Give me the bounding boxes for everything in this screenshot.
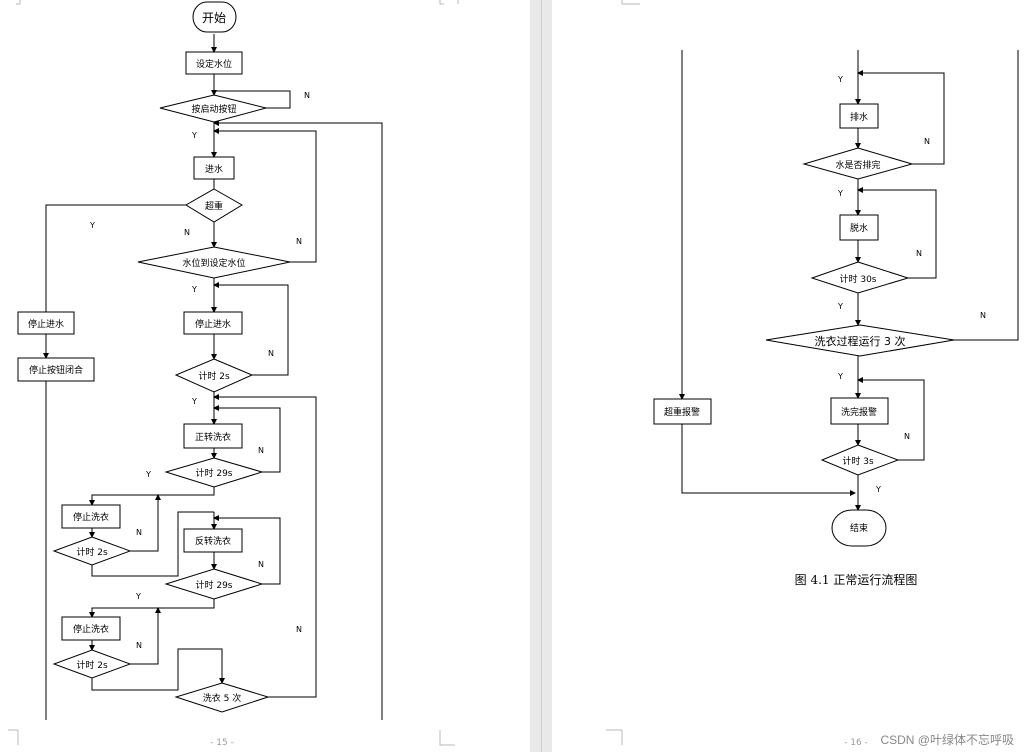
svg-text:Y: Y	[145, 470, 151, 479]
svg-text:Y: Y	[837, 302, 843, 311]
timer-2s-decision-a: 计时 2s	[174, 358, 254, 393]
svg-text:正转洗衣: 正转洗衣	[195, 431, 231, 443]
svg-text:按启动按钮: 按启动按钮	[191, 103, 236, 115]
svg-text:超重报警: 超重报警	[664, 406, 700, 418]
svg-text:设定水位: 设定水位	[196, 58, 232, 70]
drain-step: 排水	[839, 103, 879, 129]
svg-text:N: N	[184, 228, 190, 237]
svg-text:N: N	[136, 641, 142, 650]
water-level-reached-decision: 水位到设定水位	[137, 246, 291, 279]
svg-text:Y: Y	[89, 221, 95, 230]
end-terminal: 结束	[831, 509, 887, 547]
svg-text:Y: Y	[191, 397, 197, 406]
svg-text:Y: Y	[837, 372, 843, 381]
page-number-16: - 16 -	[844, 738, 868, 748]
svg-text:排水: 排水	[850, 111, 868, 123]
timer-2s-decision-b: 计时 2s	[52, 536, 132, 566]
timer-2s-decision-c: 计时 2s	[52, 649, 132, 679]
set-water-level-step: 设定水位	[185, 51, 243, 75]
svg-text:反转洗衣: 反转洗衣	[195, 535, 231, 547]
svg-text:N: N	[980, 311, 986, 320]
svg-text:N: N	[924, 137, 930, 146]
svg-text:N: N	[258, 446, 264, 455]
wash-5-times-decision: 洗衣 5 次	[174, 682, 270, 713]
stop-inlet-left-step: 停止进水	[17, 311, 75, 335]
gutter-divider	[541, 0, 542, 752]
forward-wash-step: 正转洗衣	[183, 423, 243, 449]
svg-text:水位到设定水位: 水位到设定水位	[182, 257, 245, 269]
svg-text:计时 30s: 计时 30s	[839, 273, 876, 285]
stop-wash-step-a: 停止洗衣	[61, 504, 121, 529]
svg-text:N: N	[258, 560, 264, 569]
crop-marks	[8, 0, 640, 746]
svg-text:计时 29s: 计时 29s	[195, 579, 232, 591]
svg-text:洗衣 5 次: 洗衣 5 次	[203, 692, 241, 704]
svg-text:开始: 开始	[202, 11, 226, 25]
svg-text:Y: Y	[191, 285, 197, 294]
svg-text:停止洗衣: 停止洗衣	[73, 511, 109, 523]
svg-text:N: N	[916, 249, 922, 258]
stop-wash-step-b: 停止洗衣	[61, 616, 121, 641]
overweight-decision: 超重	[185, 188, 243, 223]
svg-text:Y: Y	[837, 75, 843, 84]
svg-text:N: N	[296, 237, 302, 246]
svg-text:水是否排完: 水是否排完	[835, 159, 880, 171]
timer-29s-decision-b: 计时 29s	[164, 568, 264, 600]
page-16	[552, 0, 1024, 752]
svg-text:停止洗衣: 停止洗衣	[73, 623, 109, 635]
reverse-wash-step: 反转洗衣	[183, 528, 243, 553]
timer-30s-decision: 计时 30s	[810, 261, 910, 294]
left-edges	[43, 34, 383, 720]
svg-text:进水: 进水	[205, 163, 223, 175]
svg-text:计时 2s: 计时 2s	[76, 659, 108, 671]
svg-text:N: N	[268, 349, 274, 358]
page-number-15: - 15 -	[210, 738, 234, 748]
svg-text:Y: Y	[875, 485, 881, 494]
left-branch-labels: N Y Y N N Y N Y N Y N N Y N N	[89, 91, 310, 650]
button-close-step: 停止按钮闭合	[17, 357, 95, 382]
svg-text:计时 2s: 计时 2s	[76, 546, 108, 558]
svg-text:停止进水: 停止进水	[195, 318, 231, 330]
wash-done-alarm-step: 洗完报警	[830, 397, 889, 425]
press-start-decision: 按启动按钮	[159, 94, 268, 123]
svg-text:停止进水: 停止进水	[28, 318, 64, 330]
inlet-water-step: 进水	[193, 156, 235, 180]
svg-text:计时 29s: 计时 29s	[195, 467, 232, 479]
wash-3-times-decision: 洗衣过程运行 3 次	[765, 324, 955, 357]
svg-text:脱水: 脱水	[850, 222, 868, 234]
drained-decision: 水是否排完	[802, 147, 914, 180]
timer-3s-decision: 计时 3s	[820, 444, 900, 476]
svg-text:洗完报警: 洗完报警	[841, 406, 877, 418]
overweight-alarm-step: 超重报警	[653, 398, 712, 425]
svg-text:结束: 结束	[850, 522, 868, 534]
svg-text:Y: Y	[191, 131, 197, 140]
svg-text:N: N	[904, 432, 910, 441]
right-edges	[679, 50, 1019, 511]
svg-text:Y: Y	[837, 189, 843, 198]
svg-text:停止按钮闭合: 停止按钮闭合	[29, 364, 83, 376]
svg-text:Y: Y	[135, 592, 141, 601]
svg-text:计时 2s: 计时 2s	[198, 370, 230, 382]
svg-text:洗衣过程运行 3 次: 洗衣过程运行 3 次	[815, 334, 906, 348]
spin-step: 脱水	[839, 214, 879, 241]
svg-text:计时 3s: 计时 3s	[842, 455, 874, 467]
svg-text:N: N	[304, 91, 310, 100]
timer-29s-decision-a: 计时 29s	[164, 457, 264, 488]
start-terminal: 开始	[192, 1, 237, 33]
svg-text:超重: 超重	[205, 200, 223, 212]
watermark: CSDN @叶绿体不忘呼吸	[880, 731, 1014, 748]
figure-caption: 图 4.1 正常运行流程图	[795, 572, 918, 587]
svg-text:N: N	[296, 625, 302, 634]
stop-inlet-step: 停止进水	[183, 311, 243, 335]
svg-text:N: N	[136, 528, 142, 537]
right-branch-labels: Y N Y N Y N Y N Y	[837, 75, 986, 494]
